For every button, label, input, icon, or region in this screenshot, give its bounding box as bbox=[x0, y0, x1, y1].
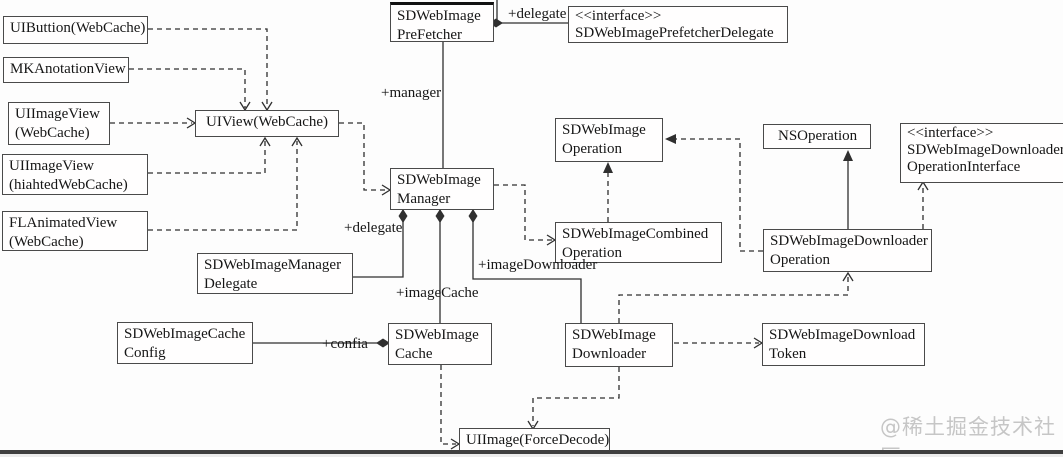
node-prefetcher-delegate-interface-line-2: SDWebImagePrefetcherDelegate bbox=[575, 25, 774, 41]
arrowhead-uiview-bot-2 bbox=[291, 136, 303, 147]
node-prefetcher-delegate-interface-line-1: <<interface>> bbox=[575, 8, 662, 24]
node-uiimageview-hiahtedwebcache-line-2: (hiahtedWebCache) bbox=[9, 177, 128, 193]
node-sdwebimage-cache-line-1: SDWebImage bbox=[395, 327, 479, 343]
node-sdwebimage-manager-line-2: Manager bbox=[397, 191, 451, 207]
edge-mkanotation-to-uiview bbox=[129, 68, 246, 108]
edge-uibutton-to-uiview bbox=[148, 28, 268, 108]
node-uibutton-webcache: UIButtion(WebCache) bbox=[3, 16, 148, 44]
manager-imagecache-label: +imageCache bbox=[396, 285, 479, 301]
edge-manager-to-managerdelegate bbox=[352, 210, 404, 278]
bottom-border-bar bbox=[0, 450, 1063, 454]
node-mkanotationview: MKAnotationView bbox=[3, 57, 129, 83]
node-sdwebimage-downloader-operation-line-2: Operation bbox=[770, 252, 830, 268]
node-sdwebimage-operation-line-1: SDWebImage bbox=[562, 122, 646, 138]
node-sdwebimage-prefetcher-line-2: PreFetcher bbox=[397, 27, 462, 43]
node-downloader-operation-interface-line-1: <<interface>> bbox=[907, 125, 994, 141]
node-sdwebimage-download-token-line-2: Token bbox=[769, 346, 807, 362]
watermark-text: @稀土掘金技术社区 bbox=[880, 415, 1056, 457]
node-nsoperation: NSOperation bbox=[763, 124, 871, 149]
edge-downloaderoperation-to-operation bbox=[669, 138, 763, 252]
node-sdwebimagemanager-delegate-line-2: Delegate bbox=[204, 276, 258, 292]
node-sdwebimage-cache-line-2: Cache bbox=[395, 346, 433, 362]
node-uiimageview-hiahtedwebcache: UIImageView (hiahtedWebCache) bbox=[2, 154, 148, 195]
node-uiimageview-webcache: UIImageView (WebCache) bbox=[8, 102, 110, 145]
arrowhead-operation-bottom bbox=[603, 162, 613, 173]
node-uiimage-forcedecode-line-1: UIImage(ForceDecode) bbox=[466, 432, 610, 448]
prefetcher-manager-label: +manager bbox=[381, 85, 442, 101]
cache-config-label: +confia bbox=[322, 336, 368, 352]
bottom-border-shadow bbox=[0, 454, 1063, 457]
manager-imagedownloader-label: +imageDownloader bbox=[478, 257, 598, 273]
node-sdwebimagemanager-delegate-line-1: SDWebImageManager bbox=[204, 257, 342, 273]
node-uiimageview-hiahtedwebcache-line-1: UIImageView bbox=[9, 158, 94, 174]
edge-manager-to-combinedoperation bbox=[494, 184, 552, 241]
node-uiimageview-webcache-line-2: (WebCache) bbox=[15, 125, 90, 141]
edge-cache-to-uiimage bbox=[440, 365, 456, 445]
node-uiview-webcache-line-1: UIView(WebCache) bbox=[206, 114, 328, 130]
arrowhead-operation-right bbox=[665, 134, 676, 144]
edge-downloader-to-uiimage bbox=[532, 367, 620, 426]
edge-uiimageview-hiahted-to-uiview bbox=[148, 141, 266, 174]
edge-flanimated-to-uiview bbox=[148, 141, 298, 231]
node-sdwebimage-download-token-line-1: SDWebImageDownload bbox=[769, 327, 916, 343]
node-nsoperation-line-1: NSOperation bbox=[778, 128, 858, 144]
node-sdwebimage-downloader-line-1: SDWebImage bbox=[572, 327, 656, 343]
node-uiview-webcache: UIView(WebCache) bbox=[195, 110, 339, 137]
manager-delegate-label: +delegate bbox=[344, 220, 403, 236]
node-downloader-operation-interface-line-3: OperationInterface bbox=[907, 159, 1021, 175]
node-prefetcher-delegate-interface: <<interface>>SDWebImagePrefetcherDelegat… bbox=[568, 6, 788, 43]
node-sdwebimage-prefetcher-line-1: SDWebImage bbox=[397, 8, 481, 24]
prefetcher-delegate-label: +delegate bbox=[508, 6, 567, 22]
diamond-manager-downloader bbox=[468, 209, 478, 223]
edge-downloader-to-downloaderoperation bbox=[618, 276, 849, 323]
node-sdwebimagecache-config-line-1: SDWebImageCache bbox=[124, 326, 246, 342]
node-mkanotationview-line-1: MKAnotationView bbox=[10, 61, 126, 77]
node-uibutton-webcache-line-1: UIButtion(WebCache) bbox=[10, 20, 146, 36]
node-sdwebimage-combined-operation-line-1: SDWebImageCombined bbox=[562, 226, 709, 242]
node-flanimatedview-webcache: FLAnimatedView (WebCache) bbox=[2, 211, 148, 251]
node-sdwebimagecache-config-line-2: Config bbox=[124, 345, 166, 361]
diamond-manager-delegate bbox=[398, 209, 408, 223]
node-flanimatedview-webcache-line-1: FLAnimatedView bbox=[9, 215, 118, 231]
node-sdwebimage-combined-operation-line-2: Operation bbox=[562, 245, 622, 261]
node-flanimatedview-webcache-line-2: (WebCache) bbox=[9, 234, 84, 250]
node-uiimageview-webcache-line-1: UIImageView bbox=[15, 106, 100, 122]
diamond-cache-config bbox=[376, 338, 390, 348]
arrowhead-uiview-bot-1 bbox=[259, 136, 271, 147]
edge-manager-to-downloader bbox=[472, 210, 582, 323]
arrowhead-nsoperation-bottom bbox=[843, 150, 853, 161]
node-sdwebimage-downloader-operation-line-1: SDWebImageDownloader bbox=[770, 233, 928, 249]
node-sdwebimage-downloader-line-2: Downloader bbox=[572, 346, 647, 362]
edge-uiview-to-manager bbox=[339, 122, 387, 191]
diamond-manager-imagecache bbox=[435, 209, 445, 223]
arrowhead-downloaderop-bottom bbox=[842, 271, 854, 282]
node-downloader-operation-interface-line-2: SDWebImageDownloader bbox=[907, 142, 1063, 158]
node-sdwebimage-manager-line-1: SDWebImage bbox=[397, 172, 481, 188]
node-sdwebimage-operation-line-2: Operation bbox=[562, 141, 622, 157]
